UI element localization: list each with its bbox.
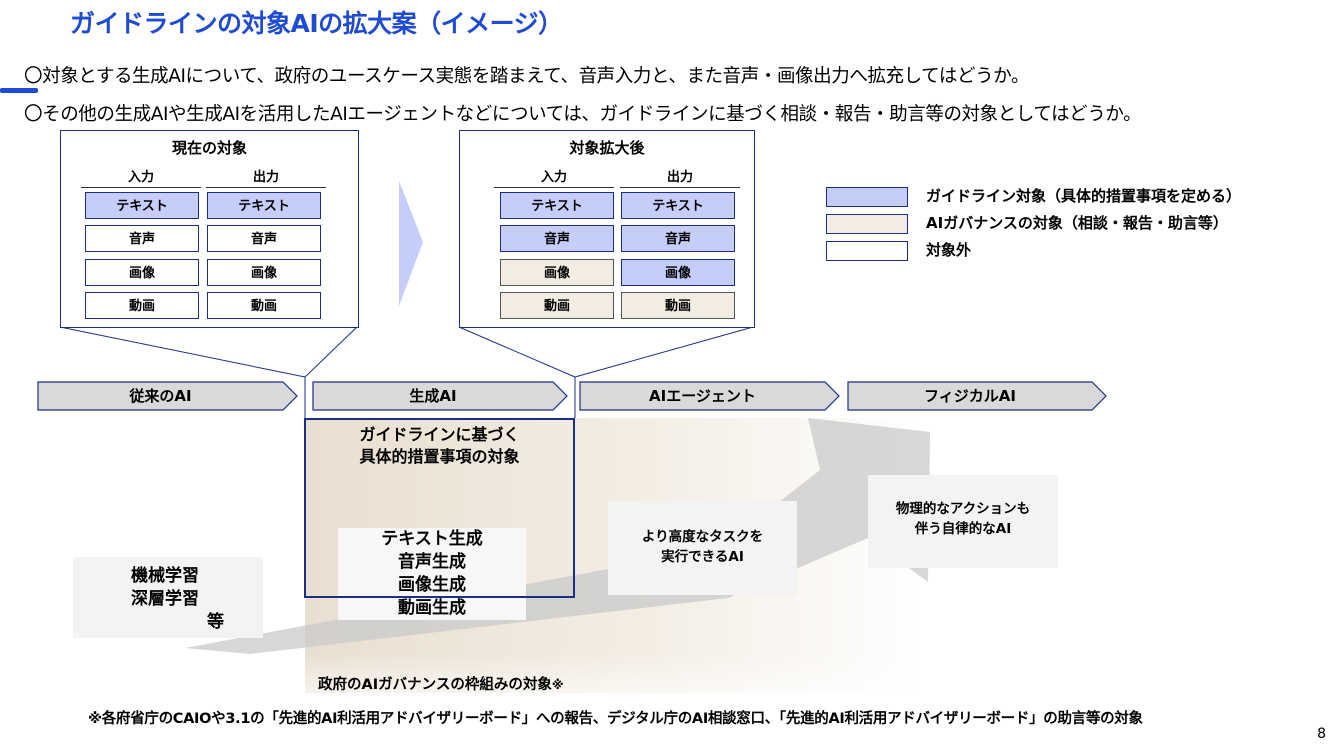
legend-swatch-governance [826, 214, 908, 234]
accent-bar [0, 88, 38, 93]
governance-label-text: 政府のAIガバナンスの枠組みの対象 [318, 677, 552, 693]
output-cell: 動画 [207, 292, 321, 319]
stage-arrow-traditional [37, 381, 298, 411]
legend-label-out-of-scope: 対象外 [926, 241, 972, 259]
bullet-governance-consultation: 〇その他の生成AIや生成AIを活用したAIエージェントなどについては、ガイドライ… [24, 104, 1142, 125]
guideline-scope-frame [304, 418, 575, 598]
etc-label: 等 [207, 612, 224, 632]
output-cell: テキスト [621, 192, 735, 219]
page-number: 8 [1317, 726, 1326, 742]
connector-line [458, 326, 576, 378]
output-column-header: 出力 [620, 166, 740, 188]
connector-line [59, 326, 306, 378]
input-column-header: 入力 [81, 166, 201, 188]
guideline-scope-label: ガイドラインに基づく 具体的措置事項の対象 [359, 425, 520, 466]
footnote: ※各府省庁のCAIOや3.1の「先進的AI利活用アドバイザリーボード」への報告、… [88, 711, 1143, 727]
ml-label: 機械学習 [131, 566, 199, 586]
agent-description-box: より高度なタスクを 実行できるAI [608, 501, 797, 595]
stage-label-ai-agent: AIエージェント [649, 387, 756, 405]
expanded-scope-panel: 対象拡大後 入力 出力 テキスト音声画像動画テキスト音声画像動画 [459, 130, 755, 328]
governance-framework-label: 政府のAIガバナンスの枠組みの対象※ [318, 673, 564, 694]
legend-swatch-guideline [826, 187, 908, 207]
legend-swatch-out-of-scope [826, 241, 908, 261]
input-cell: 音声 [85, 225, 199, 252]
output-cell: 音声 [621, 225, 735, 252]
input-column-header: 入力 [494, 166, 614, 188]
stage-arrow-physical [847, 381, 1107, 411]
governance-label-mark: ※ [551, 678, 564, 692]
stage-label-traditional-ai: 従来のAI [129, 387, 192, 405]
output-cell: 動画 [621, 292, 735, 319]
input-cell: テキスト [85, 192, 199, 219]
input-cell: 画像 [500, 259, 614, 286]
output-column-header: 出力 [206, 166, 326, 188]
current-scope-panel: 現在の対象 入力 出力 テキスト音声画像動画テキスト音声画像動画 [60, 130, 359, 328]
genai-type-item: 音声生成 [398, 552, 466, 572]
genai-type-item: 画像生成 [398, 575, 466, 595]
stage-label-physical-ai: フィジカルAI [924, 387, 1016, 405]
connector-line [304, 326, 358, 378]
input-cell: 動画 [85, 292, 199, 319]
output-cell: 画像 [621, 259, 735, 286]
genai-type-item: 動画生成 [398, 598, 466, 618]
output-cell: テキスト [207, 192, 321, 219]
stage-arrow-generative [312, 381, 568, 411]
dl-label: 深層学習 [131, 589, 199, 609]
input-cell: テキスト [500, 192, 614, 219]
output-cell: 音声 [207, 225, 321, 252]
legend-label-governance: AIガバナンスの対象（相談・報告・助言等） [926, 214, 1228, 232]
output-cell: 画像 [207, 259, 321, 286]
input-cell: 音声 [500, 225, 614, 252]
panel-title: 現在の対象 [171, 139, 247, 157]
stage-label-generative-ai: 生成AI [409, 387, 457, 405]
physical-description-box: 物理的なアクションも 伴う自律的なAI [868, 475, 1058, 568]
input-cell: 画像 [85, 259, 199, 286]
input-cell: 動画 [500, 292, 614, 319]
panel-title: 対象拡大後 [569, 139, 645, 157]
bullet-scope-expansion: 〇対象とする生成AIについて、政府のユースケース実態を踏まえて、音声入力と、また… [24, 66, 1030, 87]
genai-type-item: テキスト生成 [381, 529, 483, 549]
stage-arrow-agent [579, 381, 840, 411]
connector-line [574, 326, 754, 378]
ml-box: 機械学習 深層学習 等 [73, 557, 263, 638]
legend: ガイドライン対象（具体的措置事項を定める） AIガバナンスの対象（相談・報告・助… [826, 185, 1306, 265]
genai-types-box: テキスト生成音声生成画像生成動画生成 [338, 528, 526, 620]
legend-label-guideline: ガイドライン対象（具体的措置事項を定める） [926, 187, 1242, 205]
panel-transition-arrow [399, 181, 423, 306]
page-title: ガイドラインの対象AIの拡大案（イメージ） [70, 9, 563, 38]
